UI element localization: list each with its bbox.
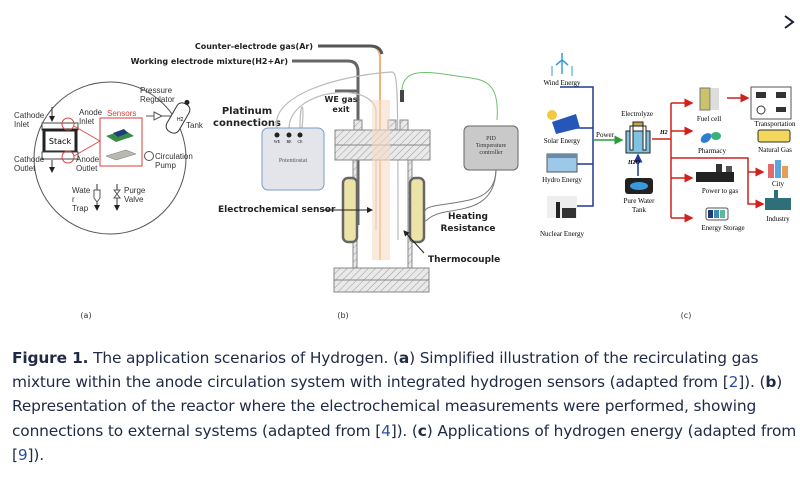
- sensor-strip-icon: [105, 149, 137, 161]
- solar-energy-icon: [547, 110, 580, 134]
- anode-outlet-highlight: [61, 150, 75, 164]
- industry-icon: [765, 190, 791, 210]
- wind-energy-icon: [551, 53, 573, 76]
- pharmacy-label: Pharmacy: [698, 147, 726, 155]
- industry-label: Industry: [766, 215, 790, 223]
- tank-label: Tank: [186, 121, 204, 130]
- figure-label: Figure 1.: [12, 349, 89, 367]
- caption-panel-c-ref: c: [417, 421, 427, 440]
- power-to-gas-label: Power to gas: [702, 187, 738, 195]
- caption-panel-b-text: ) Representation of the reactor where th…: [12, 373, 783, 440]
- hydro-energy-label: Hydro Energy: [542, 176, 582, 184]
- sensors-box: [99, 117, 143, 167]
- sensor-chip-icon: [106, 129, 134, 142]
- wind-energy-label: Wind Energy: [543, 79, 581, 87]
- natural-gas-label: Natural Gas: [758, 146, 792, 154]
- potentiostat: [261, 127, 325, 191]
- nuclear-energy-icon: [547, 196, 577, 218]
- ce-terminal: [297, 132, 303, 138]
- hydrogen-tank-icon: [165, 99, 191, 134]
- city-label: City: [772, 180, 785, 188]
- circulation-loop: [33, 81, 187, 235]
- electrolyze-label: Electrolyze: [621, 110, 653, 118]
- pressure-regulator-icon: [153, 111, 164, 121]
- reference-link-2[interactable]: 2: [728, 373, 739, 392]
- close-icon[interactable]: [782, 10, 798, 30]
- caption-panel-b-ref: b: [765, 373, 777, 392]
- stack-bottom-plate: [41, 151, 79, 160]
- nuclear-energy-label: Nuclear Energy: [540, 230, 584, 238]
- re-terminal-label: RE: [286, 139, 292, 144]
- caption-panel-a-text: ) Simplified illustration of the recircu…: [12, 349, 759, 392]
- power-label: Power: [596, 131, 615, 139]
- natural-gas-icon: [757, 129, 791, 143]
- hydro-energy-icon: [546, 153, 578, 173]
- panel-b-reactor: Counter-electrode gas(Ar) Working electr…: [131, 42, 519, 320]
- pid-temperature-controller: [463, 125, 519, 171]
- heating-resistance-right: [408, 176, 426, 244]
- power-to-gas-icon: [696, 164, 734, 182]
- reference-link-9[interactable]: 9: [17, 445, 28, 464]
- ce-terminal-label: CE: [297, 139, 303, 144]
- re-terminal: [286, 132, 292, 138]
- panel-b-label: (b): [337, 311, 348, 320]
- stack-label: Stack: [49, 137, 72, 146]
- we-terminal-label: WE: [274, 139, 281, 144]
- sensors-label: Sensors: [107, 109, 136, 118]
- energy-storage-label: Energy Storage: [701, 224, 744, 232]
- we-terminal: [274, 132, 280, 138]
- transportation-icon: [750, 86, 792, 120]
- pharmacy-icon: [700, 132, 721, 143]
- purge-valve-icon: [113, 189, 121, 199]
- electrochemical-sensor: [372, 100, 390, 260]
- panel-c-label: (c): [681, 311, 692, 320]
- transportation-label: Transportation: [755, 120, 796, 128]
- reference-link-4[interactable]: 4: [381, 421, 391, 440]
- energy-storage-icon: [705, 207, 729, 221]
- panel-c-applications: Power Wind Energy Solar Energy Hydro Ene…: [540, 53, 796, 320]
- thermocouple-label: Thermocouple: [428, 255, 500, 265]
- caption-panel-c-text: ) Applications of hydrogen energy (adapt…: [12, 421, 797, 464]
- working-electrode-mixture-label: Working electrode mixture(H2+Ar): [131, 57, 288, 66]
- potentiostat-label: Potentiostat: [279, 158, 308, 164]
- fuel-cell-icon: [699, 87, 719, 111]
- h2-label: H2: [659, 130, 668, 136]
- counter-electrode-gas-label: Counter-electrode gas(Ar): [195, 42, 313, 51]
- tank-gas-label: H2: [177, 117, 184, 123]
- solar-energy-label: Solar Energy: [544, 137, 581, 145]
- water-trap-icon: [93, 189, 101, 203]
- pure-water-tank-icon: [625, 178, 653, 194]
- caption-panel-a-ref: a: [398, 349, 410, 367]
- caption-intro: The application scenarios of Hydrogen. (: [88, 349, 399, 367]
- anode-inlet-highlight: [61, 117, 75, 131]
- figure-caption: Figure 1. The application scenarios of H…: [12, 349, 797, 464]
- fuel-cell-label: Fuel cell: [697, 115, 721, 123]
- electrochemical-sensor-label: Electrochemical sensor: [218, 205, 336, 215]
- circulation-pump-icon: [144, 151, 154, 161]
- panel-a-label: (a): [80, 311, 91, 320]
- city-icon: [768, 160, 788, 178]
- electrolyzer-icon: [625, 121, 651, 154]
- h2o-label: H2O: [627, 160, 641, 166]
